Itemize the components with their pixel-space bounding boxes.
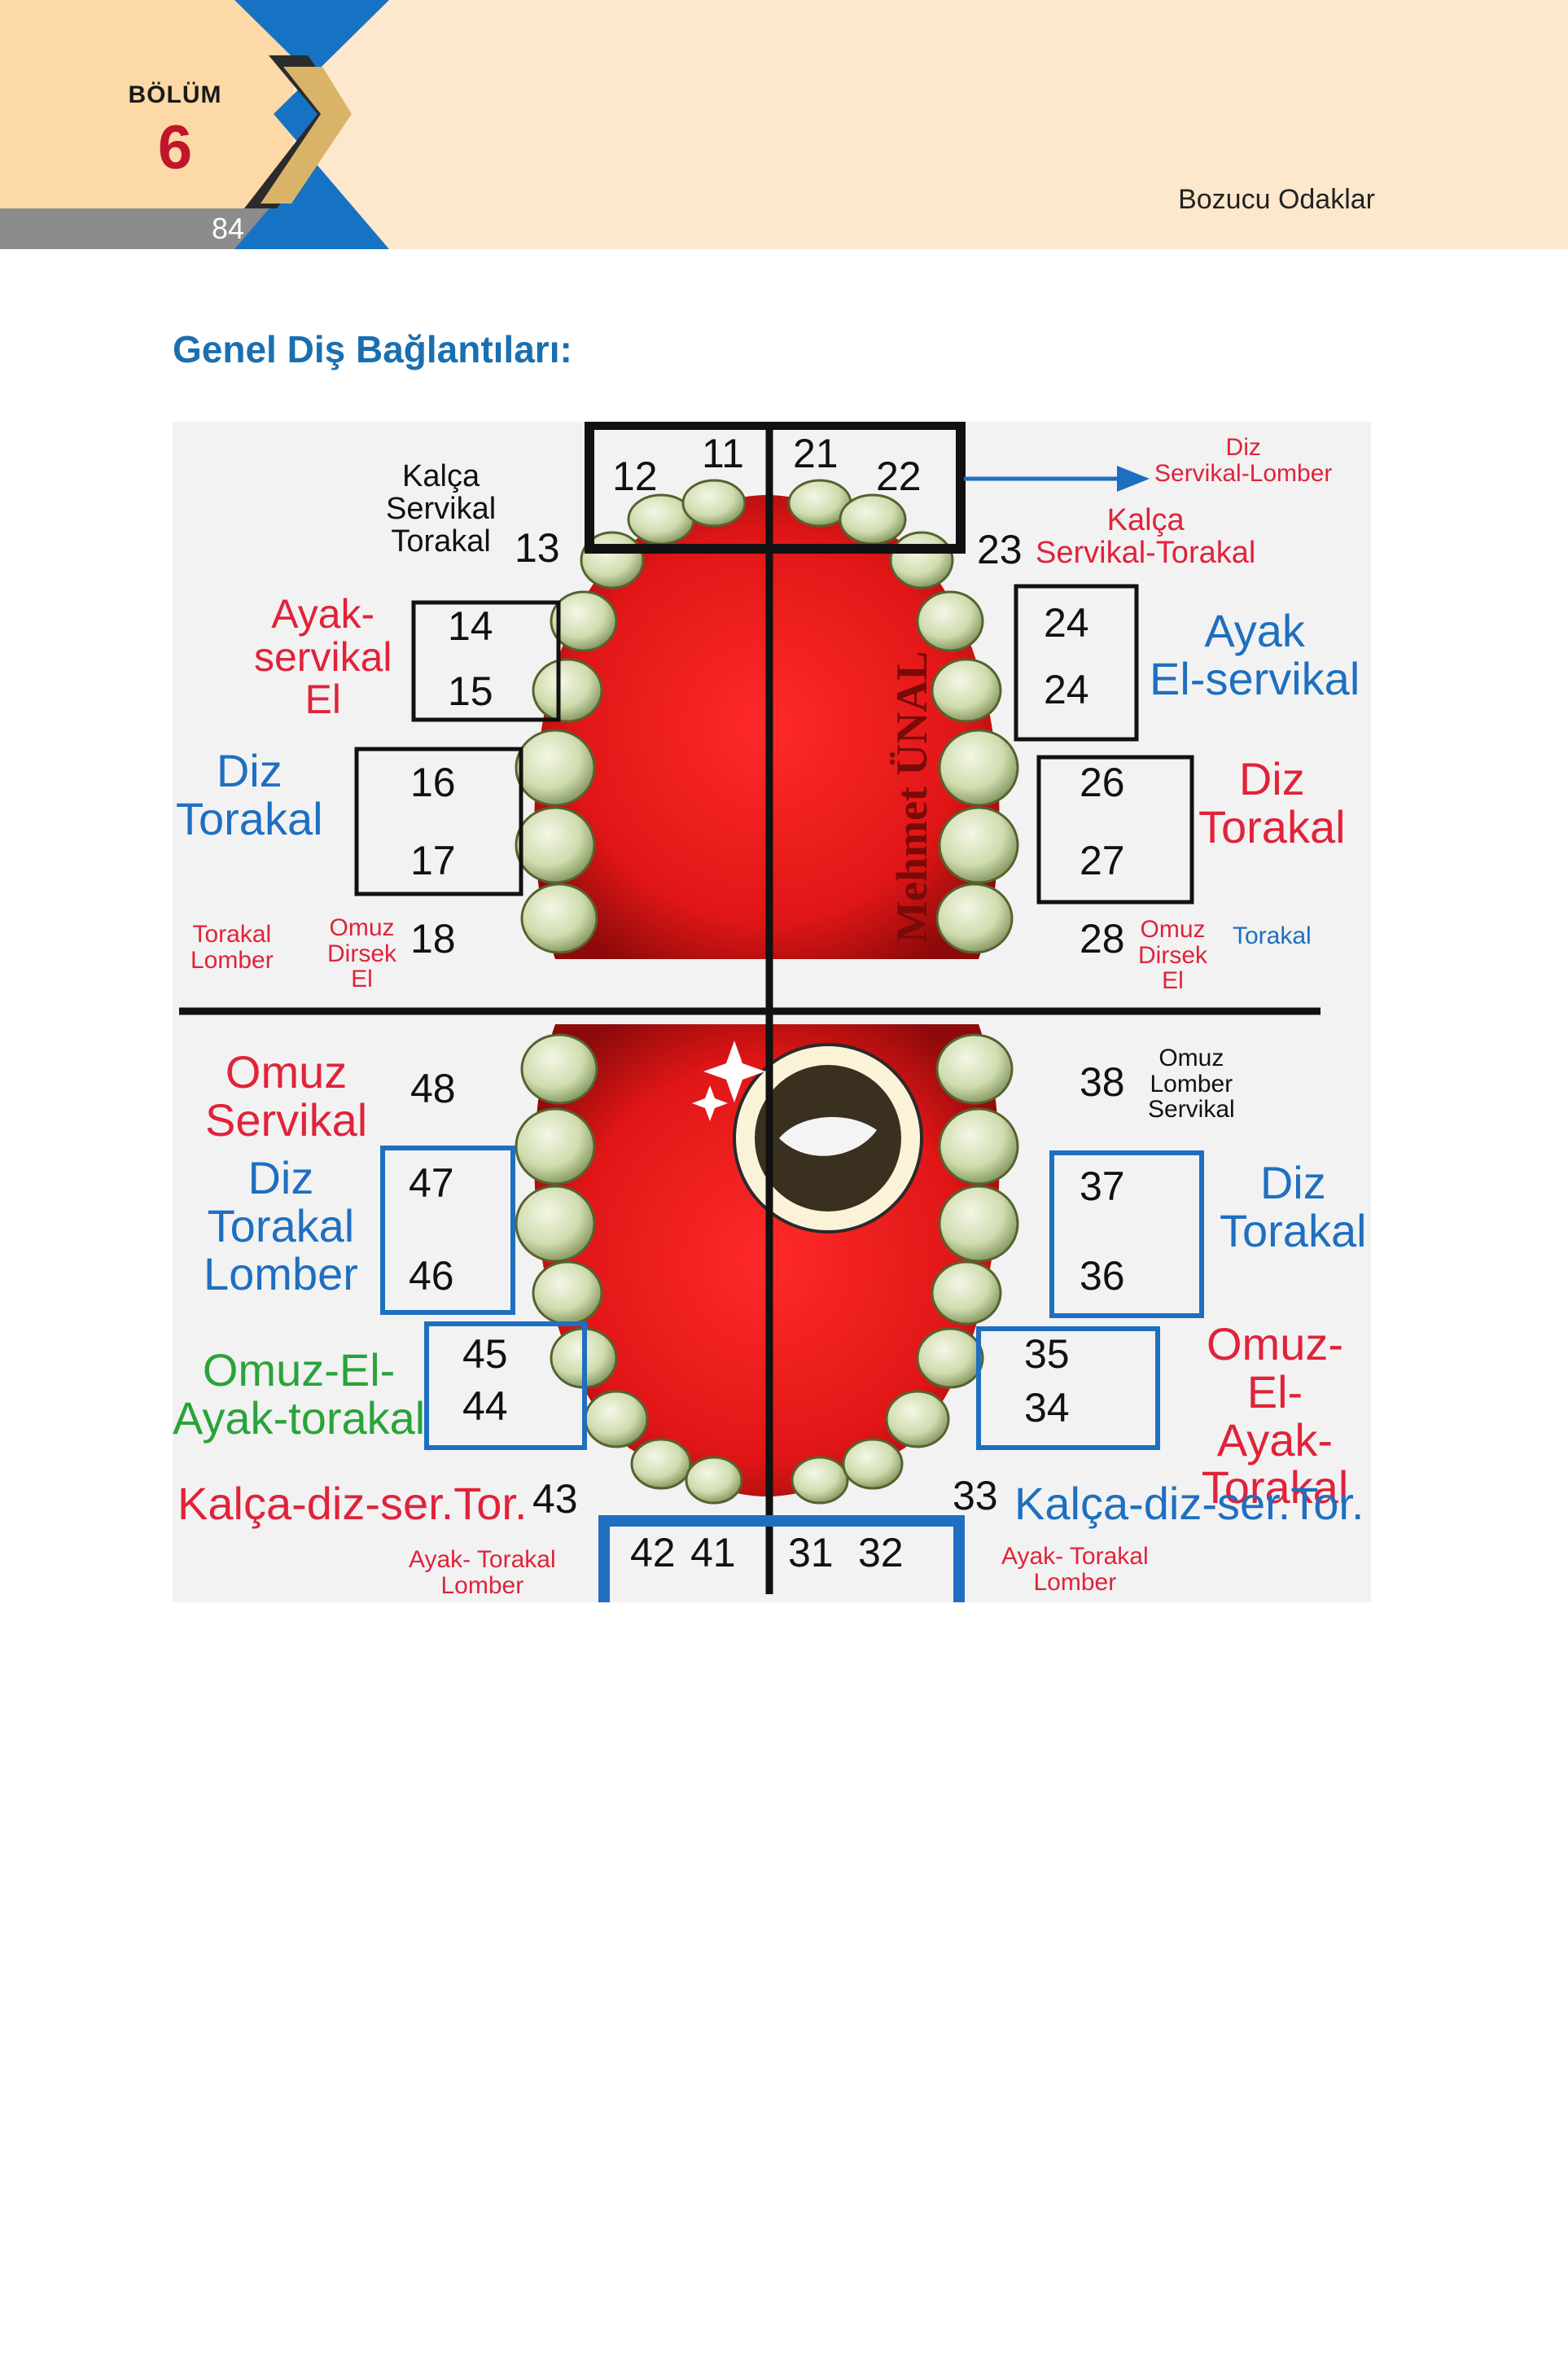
tooth-27: 27 bbox=[1080, 838, 1125, 883]
box-34-35 bbox=[976, 1326, 1160, 1450]
tooth-33: 33 bbox=[953, 1473, 998, 1518]
label-diz-torakal-left: Diz Torakal bbox=[176, 745, 323, 844]
tooth-35: 35 bbox=[1024, 1331, 1070, 1377]
label-omuz-lomber-servikal: Omuz Lomber Servikal bbox=[1148, 1045, 1235, 1123]
box-26-27 bbox=[1036, 755, 1194, 905]
upper-teeth bbox=[515, 479, 1019, 954]
tooth-16: 16 bbox=[410, 760, 456, 805]
tooth-18: 18 bbox=[410, 916, 456, 962]
label-omuz-el-ayak-torakal-right: Omuz-El- Ayak- Torakal bbox=[1201, 1318, 1349, 1514]
tooth-24-b: 24 bbox=[1044, 667, 1089, 712]
label-diz-torakal-lower-right: Diz Torakal bbox=[1220, 1157, 1367, 1256]
chapter-tab bbox=[0, 0, 293, 208]
mouth-illustration bbox=[179, 422, 1321, 1602]
label-omuz-dirsek-el-right: Omuz Dirsek El bbox=[1138, 916, 1208, 994]
running-title: Bozucu Odaklar bbox=[1178, 184, 1375, 215]
label-kalca-diz-ser-tor-right: Kalça-diz-ser.Tor. bbox=[1014, 1478, 1364, 1529]
box-46-47 bbox=[380, 1146, 515, 1315]
tooth-23: 23 bbox=[977, 527, 1023, 572]
page-number: 84 bbox=[211, 212, 245, 245]
chapter-chevron-decoration bbox=[234, 0, 389, 249]
tooth-44: 44 bbox=[462, 1383, 508, 1429]
watermark-text: Mehmet ÜNAL bbox=[887, 651, 936, 943]
box-14-15 bbox=[411, 600, 561, 722]
box-11-22 bbox=[585, 422, 966, 554]
tooth-47: 47 bbox=[409, 1160, 454, 1206]
tooth-46: 46 bbox=[409, 1253, 454, 1299]
label-diz-torakal-right: Diz Torakal bbox=[1198, 753, 1346, 852]
label-ayak-el-servikal: Ayak El-servikal bbox=[1150, 605, 1360, 704]
center-logo bbox=[692, 1041, 923, 1233]
label-omuz-dirsek-el-left: Omuz Dirsek El bbox=[327, 914, 397, 992]
tooth-41: 41 bbox=[690, 1530, 736, 1575]
box-44-45 bbox=[424, 1321, 587, 1450]
tooth-38: 38 bbox=[1080, 1059, 1125, 1105]
tooth-32: 32 bbox=[858, 1530, 904, 1575]
tooth-45: 45 bbox=[462, 1331, 508, 1377]
tooth-11: 11 bbox=[702, 431, 744, 476]
section-title: Genel Diş Bağlantıları: bbox=[173, 328, 572, 370]
tooth-37: 37 bbox=[1080, 1163, 1125, 1209]
label-ayak-torakal-lomber-left: Ayak- Torakal Lomber bbox=[409, 1546, 556, 1599]
label-kalca-servikal-torakal-right: Kalça Servikal-Torakal bbox=[1036, 503, 1256, 570]
tooth-24-a: 24 bbox=[1044, 600, 1089, 646]
tooth-28: 28 bbox=[1080, 916, 1125, 962]
tooth-43: 43 bbox=[532, 1476, 578, 1522]
label-torakal-lomber: Torakal Lomber bbox=[191, 921, 274, 974]
tooth-14: 14 bbox=[448, 603, 493, 649]
arrow-head-icon bbox=[1117, 466, 1150, 492]
page-number-bar bbox=[0, 208, 277, 249]
label-omuz-servikal: Omuz Servikal bbox=[205, 1046, 368, 1146]
tooth-15: 15 bbox=[448, 668, 493, 714]
chapter-number: 6 bbox=[157, 113, 193, 182]
tooth-22: 22 bbox=[876, 453, 922, 499]
tooth-36: 36 bbox=[1080, 1253, 1125, 1299]
label-diz-torakal-lomber: Diz Torakal Lomber bbox=[204, 1152, 358, 1299]
dental-connections-figure: Mehmet ÜNAL 12 11 21 22 13 23 14 15 24 2… bbox=[173, 422, 1371, 1602]
label-kalca-diz-ser-tor-left: Kalça-diz-ser.Tor. bbox=[177, 1478, 528, 1529]
tooth-13: 13 bbox=[515, 525, 560, 571]
label-omuz-el-ayak-torakal-left: Omuz-El- Ayak-torakal bbox=[173, 1344, 426, 1444]
label-ayak-servikal-el: Ayak- servikal El bbox=[254, 591, 392, 722]
tooth-31: 31 bbox=[788, 1530, 834, 1575]
box-36-37 bbox=[1049, 1150, 1204, 1318]
tooth-48: 48 bbox=[410, 1066, 456, 1111]
box-16-17 bbox=[354, 747, 523, 896]
lower-teeth bbox=[515, 1033, 1019, 1505]
chapter-label: BÖLÜM bbox=[128, 81, 222, 108]
label-kalca-servikal-torakal: Kalça Servikal Torakal bbox=[386, 459, 497, 559]
tooth-21: 21 bbox=[793, 431, 839, 476]
box-24-24 bbox=[1014, 584, 1139, 742]
tooth-42: 42 bbox=[630, 1530, 676, 1575]
tooth-26: 26 bbox=[1080, 760, 1125, 805]
tooth-17: 17 bbox=[410, 838, 456, 883]
tooth-12: 12 bbox=[612, 453, 658, 499]
label-diz-servikal-lomber: Diz Servikal-Lomber bbox=[1154, 434, 1333, 487]
label-ayak-torakal-lomber-right: Ayak- Torakal Lomber bbox=[1001, 1543, 1149, 1596]
label-torakal-right: Torakal bbox=[1233, 922, 1312, 949]
tooth-34: 34 bbox=[1024, 1385, 1070, 1431]
box-31-42 bbox=[598, 1515, 965, 1602]
